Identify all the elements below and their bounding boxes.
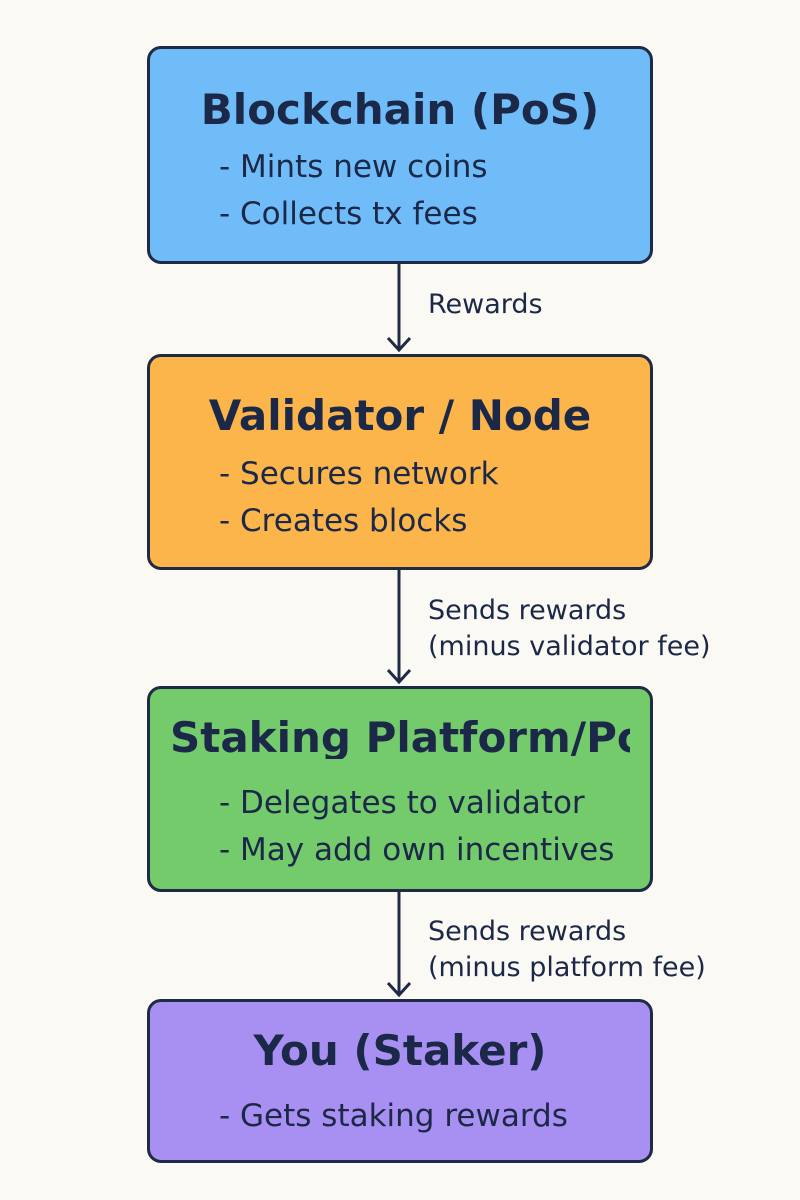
validator-box: Validator / Node <box>147 354 653 570</box>
staking-platform-detail-line: - May add own incentives <box>219 832 615 868</box>
staker-details: - Gets staking rewards <box>219 1093 780 1140</box>
staking-platform-box: Staking Platform/Po <box>147 686 653 892</box>
blockchain-detail-line: - Mints new coins <box>219 149 488 185</box>
blockchain-box: Blockchain (PoS) <box>147 46 653 264</box>
blockchain-title: Blockchain (PoS) <box>200 85 600 131</box>
arrow-label-line: (minus validator fee) <box>428 631 711 662</box>
staker-detail-line: - Gets staking rewards <box>219 1098 568 1134</box>
staking-platform-detail-line: - Delegates to validator <box>219 785 585 821</box>
arrow-label-rewards: Rewards <box>428 287 543 323</box>
arrow-label-platform-fee: Sends rewards (minus platform fee) <box>428 914 706 986</box>
arrow-label-validator-fee: Sends rewards (minus validator fee) <box>428 593 710 665</box>
arrow-label-line: Sends rewards <box>428 595 627 626</box>
validator-details: - Secures network - Creates blocks <box>219 451 780 545</box>
validator-title: Validator / Node <box>208 391 592 437</box>
arrow-label-line: Rewards <box>428 289 543 320</box>
staker-box: You (Staker) <box>147 999 653 1163</box>
arrow-validator-to-platform <box>384 570 414 686</box>
validator-detail-line: - Creates blocks <box>219 503 468 539</box>
blockchain-detail-line: - Collects tx fees <box>219 196 478 232</box>
staker-title: You (Staker) <box>253 1026 547 1072</box>
staking-platform-details: - Delegates to validator - May add own i… <box>219 780 780 874</box>
arrow-label-line: (minus platform fee) <box>428 952 706 983</box>
validator-detail-line: - Secures network <box>219 456 499 492</box>
arrow-label-line: Sends rewards <box>428 916 627 947</box>
staking-platform-title: Staking Platform/Po <box>170 713 630 759</box>
arrow-platform-to-staker <box>384 892 414 999</box>
blockchain-details: - Mints new coins - Collects tx fees <box>219 144 780 238</box>
arrow-blockchain-to-validator <box>384 264 414 354</box>
